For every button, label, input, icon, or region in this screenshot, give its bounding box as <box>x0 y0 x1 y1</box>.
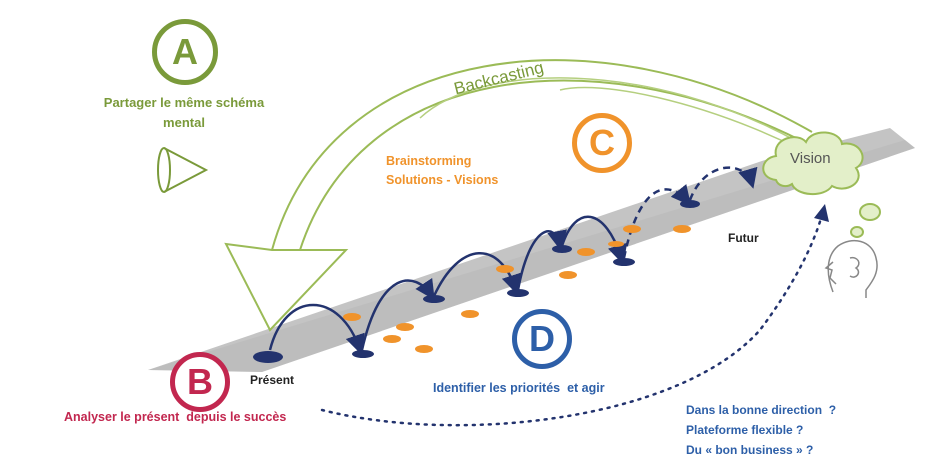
step-7 <box>680 200 700 208</box>
backcasting-arrow-outer <box>271 59 813 251</box>
section-c-text: Brainstorming Solutions - Visions <box>386 152 498 190</box>
question-platform: Plateforme flexible ? <box>686 423 804 437</box>
step-3 <box>423 295 445 303</box>
hop-arrow-4 <box>516 229 567 291</box>
step-5 <box>552 245 572 253</box>
letter-b: B <box>187 361 213 402</box>
hop-arrow-2 <box>360 277 435 351</box>
backcasting-arrow-head <box>224 242 349 332</box>
letter-a-badge: A <box>152 19 218 85</box>
section-a-line2: mental <box>163 115 205 130</box>
idea-dots <box>343 225 691 353</box>
question-direction: Dans la bonne direction ? <box>686 403 837 417</box>
step-4 <box>507 289 529 297</box>
letter-d-badge: D <box>512 309 572 369</box>
question-business: Du « bon business » ? <box>686 443 814 457</box>
letter-b-badge: B <box>170 352 230 412</box>
step-2 <box>352 350 374 358</box>
dotted-question-path <box>320 213 824 427</box>
vision-label: Vision <box>790 150 831 167</box>
step-present <box>253 351 283 363</box>
section-d-text: Identifier les priorités et agir <box>433 381 605 395</box>
letter-a: A <box>172 31 198 72</box>
futur-label: Futur <box>728 231 759 245</box>
dotted-path-arrowhead <box>814 204 829 222</box>
present-label: Présent <box>250 373 295 387</box>
thinking-head-icon <box>824 239 878 298</box>
letter-d: D <box>529 318 555 359</box>
hop-arrow-6-dashed <box>622 184 692 259</box>
questions-block: Dans la bonne direction ? Plateforme fle… <box>686 400 836 460</box>
hop-arrow-3 <box>432 252 521 297</box>
hop-arrow-7-dashed <box>688 166 758 201</box>
letter-c-badge: C <box>572 113 632 173</box>
section-c-line1: Brainstorming <box>386 154 472 168</box>
hop-arrow-1 <box>268 303 365 355</box>
section-a-text: Partager le même schéma mental <box>84 93 284 133</box>
timeline-road <box>148 128 915 372</box>
step-6 <box>613 258 635 266</box>
vision-arc-2 <box>559 86 803 151</box>
vision-cloud-icon <box>762 131 881 238</box>
vision-arc-1 <box>419 77 799 143</box>
section-b-text: Analyser le présent depuis le succès <box>64 410 287 424</box>
eye-cone-icon <box>157 147 209 193</box>
section-a-line1: Partager le même schéma <box>103 95 265 110</box>
timeline-road-shade <box>148 140 915 372</box>
section-c-line2: Solutions - Visions <box>386 173 499 187</box>
backcasting-arrow-inner <box>299 79 801 251</box>
letter-c: C <box>589 122 615 163</box>
